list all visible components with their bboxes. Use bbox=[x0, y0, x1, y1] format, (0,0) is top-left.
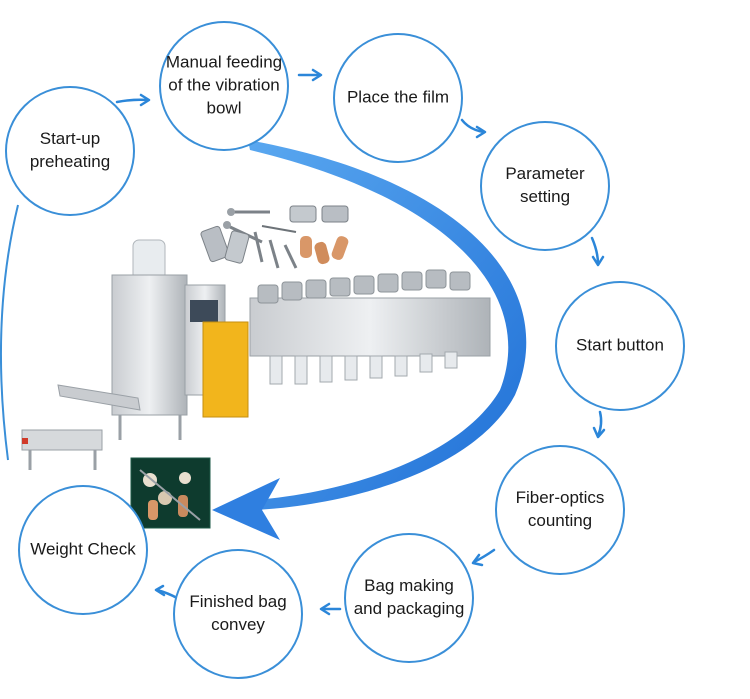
step-bag-making-packaging: Bag making and packaging bbox=[344, 533, 474, 663]
arrow-1-head bbox=[139, 93, 151, 107]
step-label: Place the film bbox=[347, 87, 449, 106]
step-finished-bag-convey: Finished bag convey bbox=[173, 549, 303, 679]
flow-arrows bbox=[115, 68, 606, 616]
step-label: bowl bbox=[207, 98, 242, 117]
step-label: convey bbox=[211, 615, 265, 634]
step-circle bbox=[480, 121, 610, 251]
step-weight-check: Weight Check bbox=[18, 485, 148, 615]
step-circle bbox=[159, 21, 289, 151]
step-parameter-setting: Parameter setting bbox=[480, 121, 610, 251]
arrow-1 bbox=[115, 98, 150, 104]
step-circle bbox=[333, 33, 463, 163]
step-label: counting bbox=[528, 511, 592, 530]
arrow-7-head bbox=[319, 602, 331, 616]
bag-illustration bbox=[130, 457, 211, 529]
step-nodes: Start-up preheating Manual feeding of the v… bbox=[5, 21, 685, 679]
left-connector-arc bbox=[0, 204, 19, 461]
step-label: Fiber-optics bbox=[516, 488, 605, 507]
step-start-button: Start button bbox=[555, 281, 685, 411]
step-label: Manual feeding bbox=[166, 52, 282, 71]
parts-illustration bbox=[200, 205, 349, 269]
step-label: Parameter bbox=[505, 164, 585, 183]
step-circle bbox=[18, 485, 148, 615]
arrow-2-head bbox=[311, 68, 323, 82]
step-label: Finished bag bbox=[189, 592, 286, 611]
arrow-3 bbox=[460, 118, 486, 134]
arrow-4 bbox=[590, 236, 600, 266]
step-fiber-optics-counting: Fiber-optics counting bbox=[495, 445, 625, 575]
step-circle bbox=[5, 86, 135, 216]
step-circle bbox=[344, 533, 474, 663]
step-label: and packaging bbox=[354, 599, 465, 618]
machine-illustration bbox=[21, 239, 491, 470]
arrow-4-head bbox=[591, 255, 605, 267]
arrow-6-head bbox=[471, 553, 484, 567]
step-label: Bag making bbox=[364, 576, 454, 595]
arrow-5-head bbox=[592, 426, 606, 439]
step-manual-feeding: Manual feeding of the vibration bowl bbox=[159, 21, 289, 151]
step-label: of the vibration bbox=[168, 75, 280, 94]
arrow-3-head bbox=[475, 125, 487, 139]
arrow-5 bbox=[596, 410, 603, 438]
step-circle bbox=[173, 549, 303, 679]
step-label: Weight Check bbox=[30, 539, 136, 558]
step-label: setting bbox=[520, 187, 570, 206]
step-circle bbox=[495, 445, 625, 575]
arrow-8-head bbox=[154, 584, 166, 597]
step-label: preheating bbox=[30, 152, 110, 171]
big-return-arrow bbox=[212, 140, 527, 540]
step-place-the-film: Place the film bbox=[333, 33, 463, 163]
step-label: Start-up bbox=[40, 129, 100, 148]
step-label: Start button bbox=[576, 335, 664, 354]
step-start-up-preheating: Start-up preheating bbox=[5, 86, 135, 216]
step-circle bbox=[555, 281, 685, 411]
